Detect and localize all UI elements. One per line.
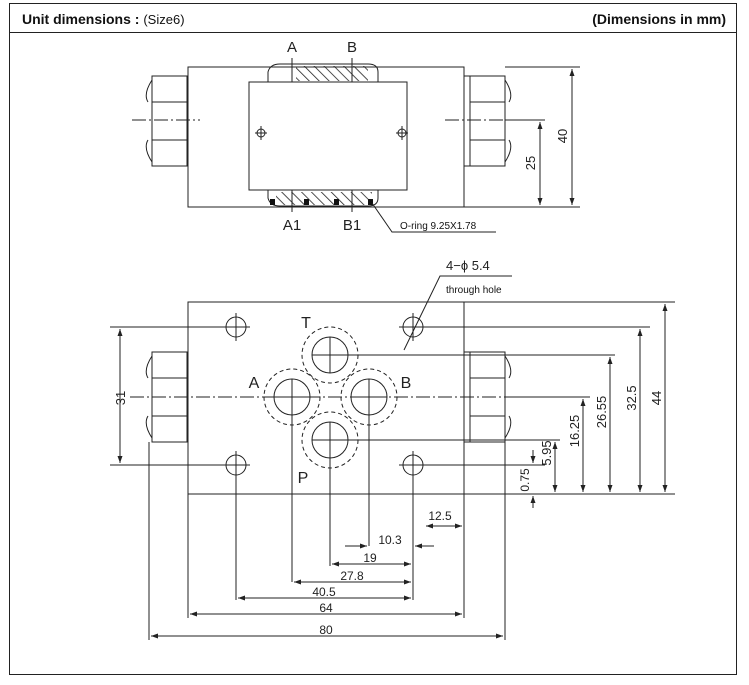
bottom-view <box>110 275 675 640</box>
title-bold: Unit dimensions : <box>22 11 140 27</box>
port-label-b1: B1 <box>343 217 361 234</box>
dim-27-8: 27.8 <box>340 569 364 583</box>
port-b-label: B <box>401 375 412 392</box>
hole-spec: 4−ϕ 5.4 <box>446 258 490 273</box>
port-t-label: T <box>301 315 311 332</box>
dim-40: 40 <box>555 129 570 143</box>
oring-leader <box>371 202 496 233</box>
screw-mark-right <box>396 126 408 140</box>
hole-sub: through hole <box>446 285 502 296</box>
header-bar: Unit dimensions : (Size6) (Dimensions in… <box>9 3 737 33</box>
units-note: (Dimensions in mm) <box>592 11 726 27</box>
dim-25: 25 <box>523 156 538 170</box>
dim-19: 19 <box>363 551 377 565</box>
right-hex-nut <box>464 75 512 167</box>
dim-40-5: 40.5 <box>312 585 336 599</box>
dim-26-55: 26.55 <box>594 396 609 429</box>
left-hex-nut <box>145 75 188 167</box>
port-a-label: A <box>249 375 260 392</box>
dim-44: 44 <box>649 391 664 405</box>
port-label-a1: A1 <box>283 217 301 234</box>
dim-10-3: 10.3 <box>378 533 402 547</box>
dim-31: 31 <box>113 391 128 405</box>
title-size: (Size6) <box>143 12 185 27</box>
dim-80: 80 <box>319 623 333 637</box>
oring-label: O-ring 9.25X1.78 <box>400 221 477 232</box>
dim-5-95: 5.95 <box>539 440 554 465</box>
bottom-channel <box>267 190 379 207</box>
page-title: Unit dimensions : (Size6) <box>22 11 185 27</box>
dim-64: 64 <box>319 601 333 615</box>
top-body-outline <box>187 66 465 208</box>
dim-16-25: 16.25 <box>567 415 582 448</box>
port-label-b: B <box>347 39 357 56</box>
dim-12-5: 12.5 <box>428 509 452 523</box>
screw-mark-left <box>255 126 267 140</box>
dim-0-75: 0.75 <box>518 468 532 492</box>
bottom-body-outline <box>187 301 465 495</box>
top-view <box>132 58 580 233</box>
port-p-label: P <box>298 470 309 487</box>
top-inner-window <box>248 81 408 191</box>
dim-32-5: 32.5 <box>624 385 639 410</box>
top-channel <box>267 63 379 82</box>
port-label-a: A <box>287 39 297 56</box>
hole-leader <box>403 275 512 351</box>
